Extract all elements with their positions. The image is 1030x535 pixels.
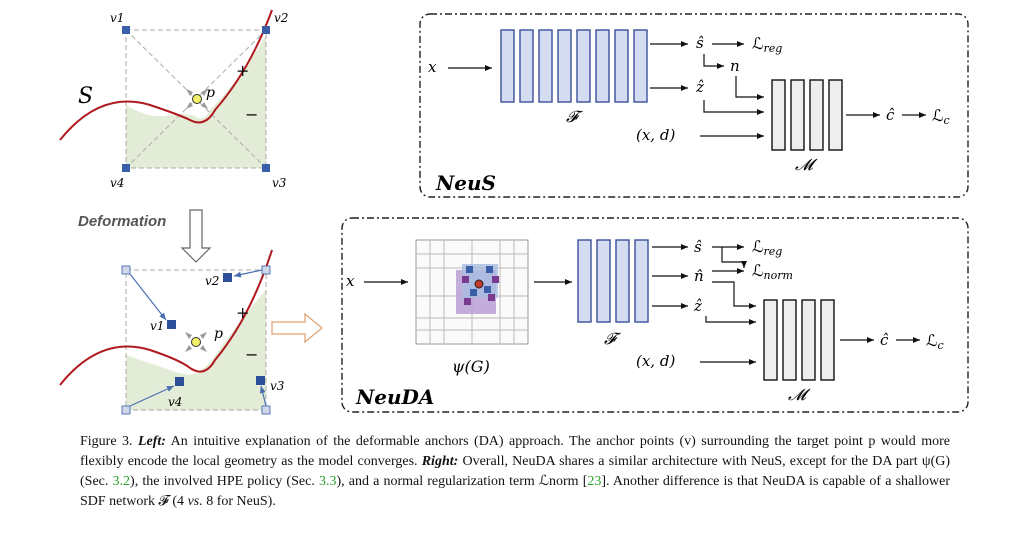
grid-label: ψ(G) bbox=[452, 357, 490, 376]
caption-sec-link-1[interactable]: 3.2 bbox=[112, 474, 131, 489]
anchor-v2 bbox=[262, 26, 270, 34]
negative-region-bottom bbox=[126, 290, 266, 410]
neus-z-hat: ẑ bbox=[695, 78, 704, 96]
caption-fig-number: Figure 3. bbox=[80, 434, 133, 449]
caption-right-text-4: ]. Another difference is that NeuDA is c… bbox=[80, 474, 951, 509]
anchor-v1 bbox=[122, 26, 130, 34]
left-bottom-diagram: v1 v2 v3 v4 p + − bbox=[59, 249, 285, 415]
neuda-n-hat: n̂ bbox=[694, 267, 704, 285]
top-anchor-box bbox=[125, 29, 267, 169]
neuda-m-label: 𝓜 bbox=[788, 385, 811, 404]
target-point-bottom bbox=[191, 337, 201, 347]
caption-right-text-3: ), and a normal regularization term ℒnor… bbox=[336, 474, 588, 489]
neuda-dashed-box bbox=[341, 217, 969, 413]
deformation-arrow bbox=[180, 209, 212, 263]
caption-sec-link-2[interactable]: 3.3 bbox=[318, 474, 337, 489]
neus-dashed-box bbox=[419, 13, 969, 198]
neuda-input-x: x bbox=[346, 272, 355, 290]
anchor-v3-moved bbox=[256, 376, 265, 385]
target-point bbox=[192, 94, 202, 104]
neus-mlp-m bbox=[771, 79, 843, 151]
figure-caption: Figure 3. Left: An intuitive explanation… bbox=[80, 432, 950, 512]
neuda-loss-reg: ℒreg bbox=[752, 237, 782, 258]
neuda-panel: NeuDA x ψ(G) 𝓕 bbox=[341, 217, 969, 413]
vertex-v2-label-bottom: v2 bbox=[205, 274, 219, 288]
neus-input-x: x bbox=[428, 58, 437, 76]
plus-sign-bottom: + bbox=[236, 303, 249, 322]
neus-title: NeuS bbox=[435, 171, 496, 195]
vertex-v3-label-bottom: v3 bbox=[270, 379, 285, 393]
neus-s-hat: ŝ bbox=[696, 34, 704, 52]
neuda-xd: (x, d) bbox=[636, 352, 675, 370]
neus-f-label: 𝓕 bbox=[566, 107, 584, 126]
anchor-v2-moved bbox=[223, 273, 232, 282]
anchor-v1-moved bbox=[167, 320, 176, 329]
neuda-z-hat: ẑ bbox=[693, 297, 702, 315]
surface-curve-bottom bbox=[59, 249, 273, 386]
anchor-v4 bbox=[122, 164, 130, 172]
negative-region bbox=[126, 35, 266, 168]
plus-sign: + bbox=[236, 61, 249, 80]
neuda-mlp-f bbox=[577, 239, 649, 323]
neus-mlp-f bbox=[500, 29, 648, 103]
point-p-label-bottom: p bbox=[214, 326, 223, 342]
deformation-label: Deformation bbox=[78, 213, 166, 230]
neuda-mlp-m bbox=[763, 299, 835, 381]
neus-m-label: 𝓜 bbox=[795, 155, 818, 174]
neus-loss-reg: ℒreg bbox=[752, 34, 782, 55]
caption-left-head: Left: bbox=[137, 434, 166, 449]
point-p-label: p bbox=[206, 85, 215, 101]
vertex-v2-label: v2 bbox=[274, 11, 288, 25]
caption-right-head: Right: bbox=[421, 454, 459, 469]
neuda-s-hat: ŝ bbox=[694, 238, 702, 256]
neuda-f-label: 𝓕 bbox=[604, 329, 622, 348]
minus-sign-bottom: − bbox=[245, 345, 258, 364]
neuda-c-hat: ĉ bbox=[880, 331, 889, 349]
vertex-v4-label: v4 bbox=[110, 176, 124, 190]
neus-panel: NeuS x 𝓕 ŝ ℒreg n ẑ (x, d) 𝓜 ĉ ℒc bbox=[419, 13, 969, 198]
anchor-v4-moved bbox=[175, 377, 184, 386]
surface-curve bbox=[59, 9, 273, 141]
neuda-loss-c: ℒc bbox=[926, 331, 944, 352]
left-top-diagram: S v1 v2 v3 v4 p + − bbox=[59, 9, 288, 190]
neus-n: n bbox=[730, 57, 740, 75]
caption-right-text-2: ), the involved HPE policy (Sec. bbox=[130, 474, 315, 489]
bottom-anchor-box bbox=[125, 269, 267, 411]
deformable-grid bbox=[415, 239, 529, 345]
vertex-v4-label-bottom: v4 bbox=[168, 395, 182, 409]
neuda-title: NeuDA bbox=[355, 385, 434, 409]
caption-left-text: An intuitive explanation of the deformab… bbox=[80, 434, 951, 469]
neuda-loss-norm: ℒnorm bbox=[752, 261, 793, 282]
vertex-v1-label: v1 bbox=[110, 11, 124, 25]
hollow-connector-arrow bbox=[271, 312, 323, 344]
surface-label: S bbox=[78, 84, 93, 109]
caption-right-text-1: Overall, NeuDA shares a similar architec… bbox=[80, 454, 951, 489]
caption-right-text-5: 8 for NeuS). bbox=[206, 494, 276, 509]
caption-vs: vs. bbox=[187, 494, 203, 509]
neus-xd: (x, d) bbox=[636, 126, 675, 144]
figure-3: S v1 v2 v3 v4 p + − Deformation v1 v2 bbox=[59, 9, 969, 415]
vertex-v3-label: v3 bbox=[272, 176, 287, 190]
minus-sign: − bbox=[245, 105, 258, 124]
vertex-v1-label-bottom: v1 bbox=[150, 319, 164, 333]
anchor-v3 bbox=[262, 164, 270, 172]
neus-c-hat: ĉ bbox=[886, 106, 895, 124]
neus-loss-c: ℒc bbox=[932, 106, 950, 127]
caption-citation-link[interactable]: 23 bbox=[587, 474, 602, 489]
